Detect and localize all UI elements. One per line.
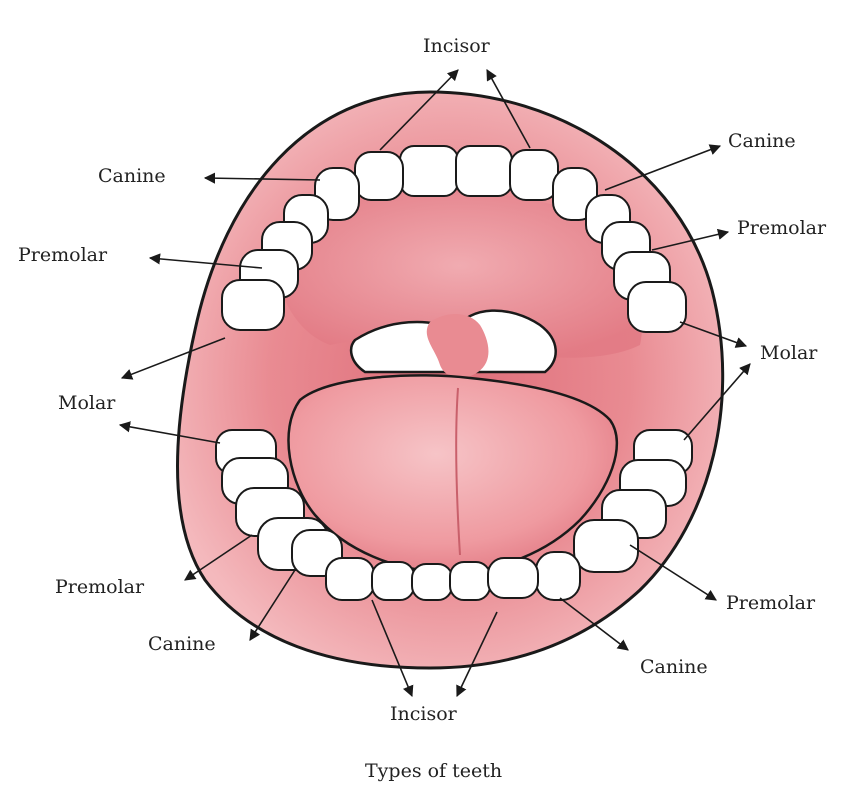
label-premolar-top-left: Premolar bbox=[18, 244, 107, 266]
label-molar-right: Molar bbox=[760, 342, 817, 364]
label-incisor-top: Incisor bbox=[423, 35, 490, 57]
label-canine-bottom-left: Canine bbox=[148, 633, 216, 655]
label-molar-left: Molar bbox=[58, 392, 115, 414]
figure-caption: Types of teeth bbox=[365, 760, 502, 782]
label-incisor-bottom: Incisor bbox=[390, 703, 457, 725]
label-premolar-bottom-right: Premolar bbox=[726, 592, 815, 614]
label-premolar-top-right: Premolar bbox=[737, 217, 826, 239]
label-canine-top-left: Canine bbox=[98, 165, 166, 187]
label-canine-top-right: Canine bbox=[728, 130, 796, 152]
label-canine-bottom-right: Canine bbox=[640, 656, 708, 678]
label-premolar-bottom-left: Premolar bbox=[55, 576, 144, 598]
